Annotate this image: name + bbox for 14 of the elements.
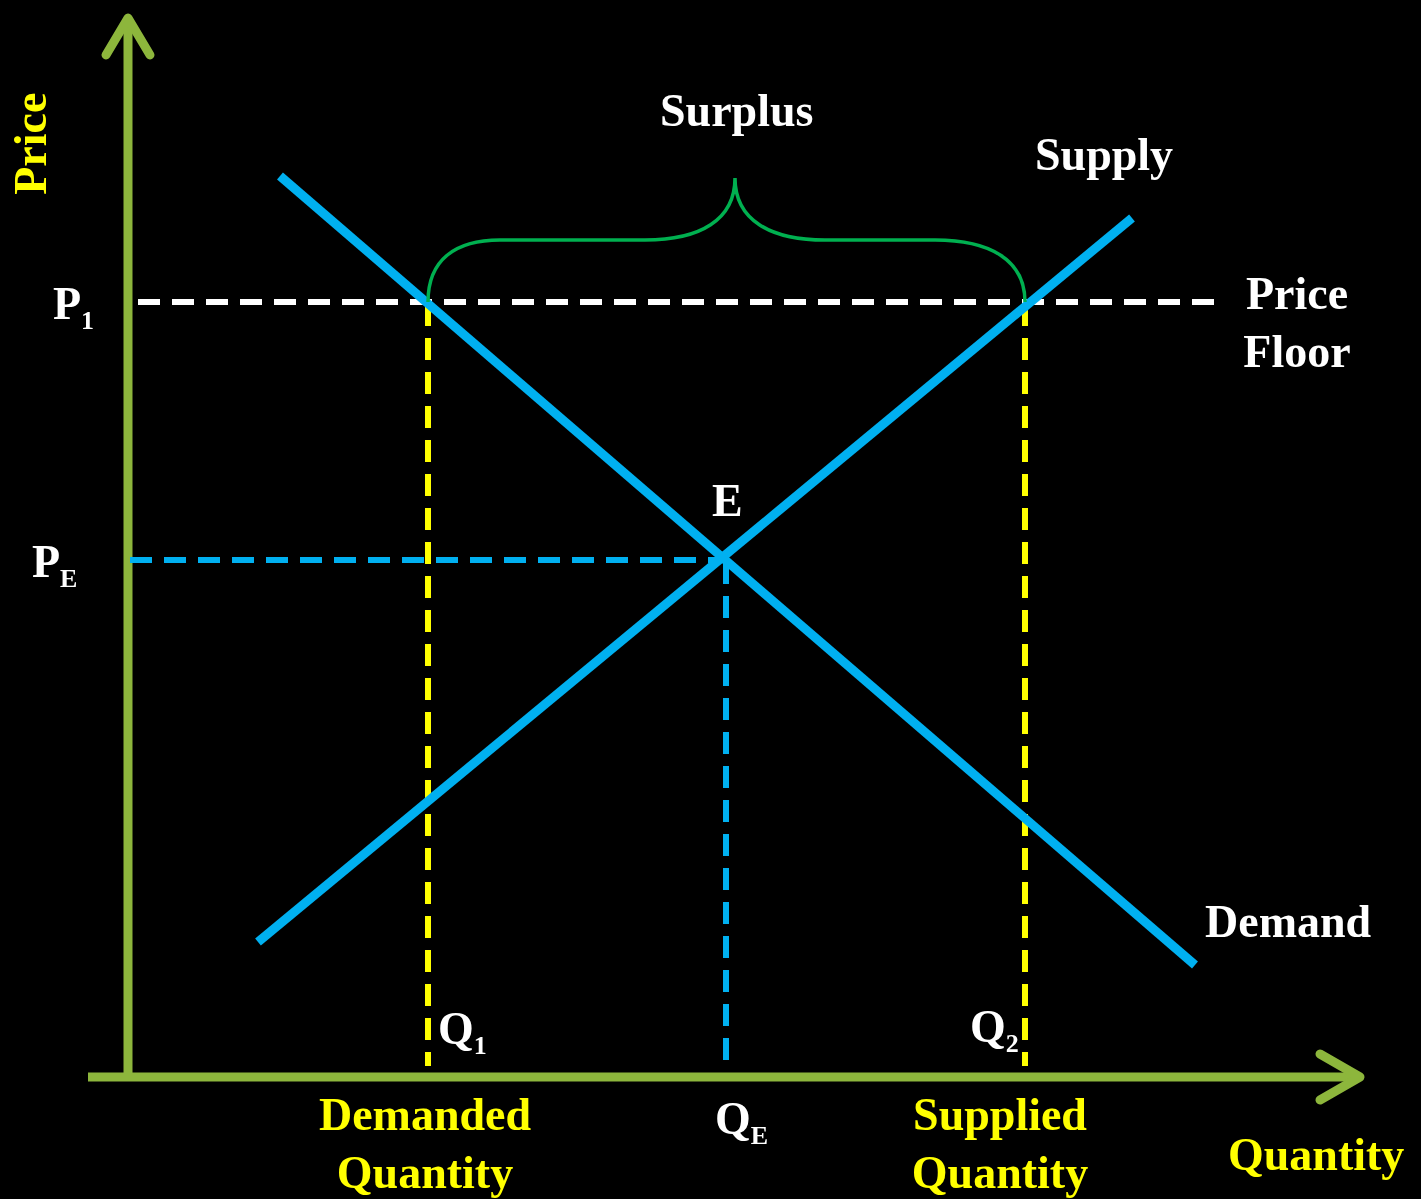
curve-label: Demand bbox=[1205, 895, 1372, 949]
axis-tick-label: Q$_{2}$ bbox=[970, 1000, 1019, 1061]
axis-tick-label: Demanded Quantity bbox=[317, 1088, 533, 1199]
curve-label: Surplus bbox=[660, 84, 814, 138]
axis-tick-label: Q$_{E}$ bbox=[715, 1092, 769, 1153]
axis-tick-label: P$_{1}$ bbox=[53, 277, 95, 338]
point-label: E bbox=[712, 474, 743, 528]
axis-tick-label: P$_{E}$ bbox=[32, 535, 78, 596]
line-label: Price Floor bbox=[1242, 267, 1352, 379]
axis-tick-label: Supplied Quantity bbox=[910, 1088, 1090, 1199]
axis-title: Quantity bbox=[1228, 1128, 1405, 1182]
axis-tick-label: Q$_{1}$ bbox=[438, 1002, 487, 1063]
curve-label: Supply bbox=[1035, 128, 1174, 182]
axis-title: Price bbox=[4, 92, 58, 195]
